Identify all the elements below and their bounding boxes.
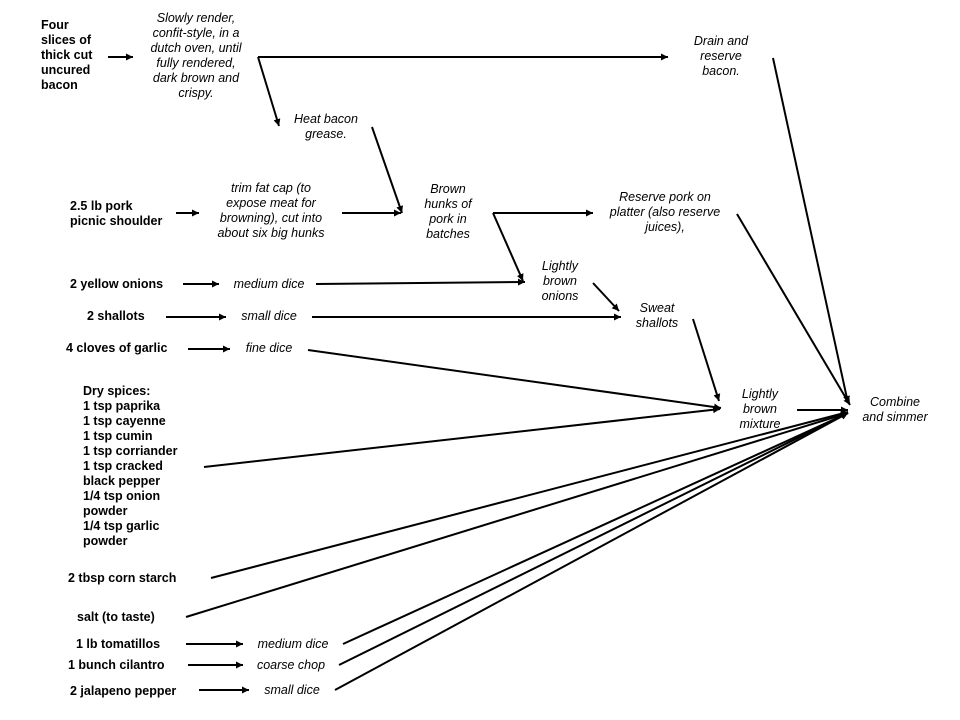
ingredient-dry-spices: Dry spices: 1 tsp paprika 1 tsp cayenne … [83,384,178,548]
arrow-sweat-to-mixture [692,318,721,402]
ingredient-corn-starch: 2 tbsp corn starch [68,571,177,585]
ingredient-garlic: 4 cloves of garlic [66,341,168,355]
step-brown-mixture: Lightly brown mixture [739,387,781,431]
step-brown-onions: Lightly brown onions [541,259,579,303]
step-dice-onions: medium dice [233,277,305,291]
arrow-render-to-heat-grease [257,56,281,127]
ingredient-bacon: Four slices of thick cut uncured bacon [41,18,93,92]
ingredient-pork: 2.5 lb pork picnic shoulder [70,199,163,228]
step-dice-garlic: fine dice [245,341,293,355]
arrow-chop-cilantro-to-combine [338,412,849,666]
arrow-spices-to-mixture [203,406,721,468]
arrow-drain-to-combine [772,57,850,404]
arrow-dice-tomatillos-to-combine [342,412,849,645]
arrow-cornstarch-to-combine [210,410,849,579]
step-sweat-shallots: Sweat shallots [635,301,679,330]
arrow-heat-grease-to-brown-pork [371,126,403,214]
ingredient-cilantro: 1 bunch cilantro [68,658,165,672]
arrow-brown-pork-to-brown-onions [492,212,524,282]
arrow-dice-jalapeno-to-combine [334,412,849,691]
step-heat-grease: Heat bacon grease. [294,112,358,141]
ingredient-onions: 2 yellow onions [70,277,164,291]
arrow-brown-onions-to-sweat [592,282,620,312]
step-reserve-pork: Reserve pork on platter (also reserve ju… [609,190,721,234]
arrow-salt-to-combine [185,411,849,618]
arrow-dice-garlic-to-mixture [307,349,722,411]
ingredient-jalapeno: 2 jalapeno pepper [70,684,177,698]
step-dice-jalapeno: small dice [264,683,320,697]
step-brown-pork: Brown hunks of pork in batches [424,182,472,241]
step-dice-shallots: small dice [241,309,297,323]
ingredient-salt: salt (to taste) [77,610,155,624]
step-combine-and-simmer: Combine and simmer [862,395,928,424]
step-render-bacon: Slowly render, confit-style, in a dutch … [150,11,242,100]
step-chop-cilantro: coarse chop [256,658,326,672]
ingredient-tomatillos: 1 lb tomatillos [76,637,161,651]
ingredient-shallots: 2 shallots [87,309,145,323]
step-trim-pork: trim fat cap (to expose meat for brownin… [217,181,325,240]
step-dice-tomatillos: medium dice [257,637,329,651]
step-drain-bacon: Drain and reserve bacon. [693,34,749,78]
arrow-dice-onions-to-brown-onions [315,278,526,286]
arrow-reserve-pork-to-combine [736,213,851,406]
